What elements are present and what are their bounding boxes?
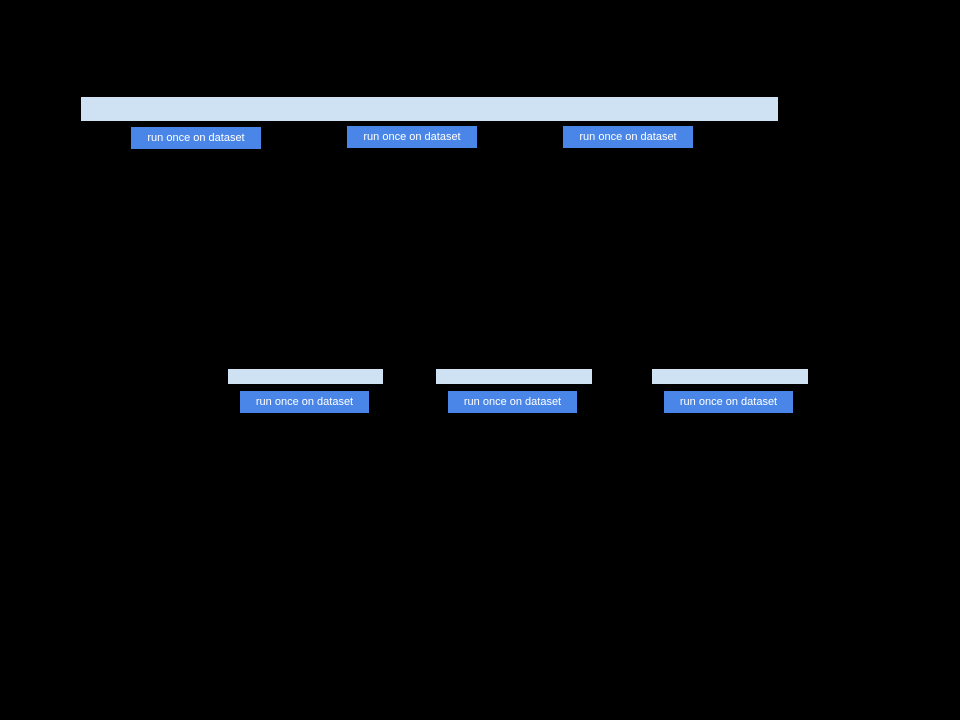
dataset-shard-bar bbox=[436, 369, 592, 384]
run-once-on-dataset-button[interactable]: run once on dataset bbox=[347, 126, 477, 148]
run-once-on-dataset-button[interactable]: run once on dataset bbox=[240, 391, 369, 413]
run-once-on-dataset-button[interactable]: run once on dataset bbox=[448, 391, 577, 413]
dataset-shard-bar bbox=[652, 369, 808, 384]
dataset-bar bbox=[81, 97, 778, 121]
run-once-on-dataset-button[interactable]: run once on dataset bbox=[563, 126, 693, 148]
dataset-shard-bar bbox=[228, 369, 383, 384]
run-once-on-dataset-button[interactable]: run once on dataset bbox=[664, 391, 793, 413]
run-once-on-dataset-button[interactable]: run once on dataset bbox=[131, 127, 261, 149]
